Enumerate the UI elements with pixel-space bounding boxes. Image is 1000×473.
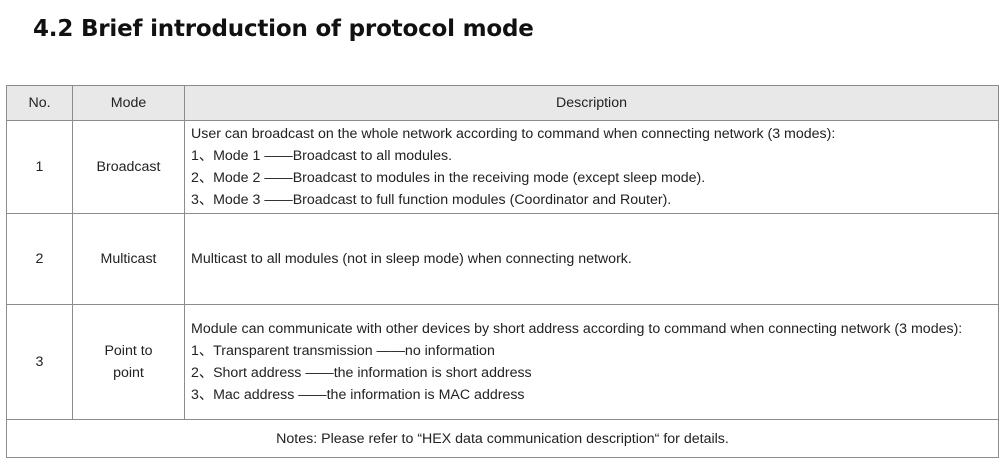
column-header-no: No. (6, 85, 73, 121)
description-line: User can broadcast on the whole network … (191, 126, 836, 142)
mode-name: Broadcast (72, 120, 185, 214)
row-number: 2 (6, 213, 73, 305)
description-line: Module can communicate with other device… (191, 321, 963, 337)
table-row-point-to-point: 3 Point to point Module can communicate … (6, 304, 999, 420)
description-line: 1、Transparent transmission ——no informat… (191, 343, 495, 359)
description-line: 1、Mode 1 ——Broadcast to all modules. (191, 148, 453, 164)
mode-name: Point to point (104, 343, 153, 381)
table-notes: Notes: Please refer to “HEX data communi… (6, 419, 999, 458)
mode-name-cell: Point to point (72, 304, 185, 420)
description-line: 2、Short address ——the information is sho… (191, 365, 532, 381)
mode-description: Module can communicate with other device… (184, 304, 999, 420)
mode-description: Multicast to all modules (not in sleep m… (184, 213, 999, 305)
mode-description: User can broadcast on the whole network … (184, 120, 999, 214)
table-notes-row: Notes: Please refer to “HEX data communi… (6, 419, 999, 458)
table-header-row: No. Mode Description (6, 85, 999, 121)
section-title: 4.2 Brief introduction of protocol mode (33, 16, 534, 42)
table-row-multicast: 2 Multicast Multicast to all modules (no… (6, 213, 999, 305)
description-line: 2、Mode 2 ——Broadcast to modules in the r… (191, 170, 706, 186)
row-number: 1 (6, 120, 73, 214)
row-number: 3 (6, 304, 73, 420)
protocol-mode-table: No. Mode Description 1 Broadcast User ca… (6, 85, 999, 458)
mode-name: Multicast (72, 213, 185, 305)
column-header-mode: Mode (72, 85, 185, 121)
description-line: Multicast to all modules (not in sleep m… (191, 251, 632, 267)
column-header-description: Description (184, 85, 999, 121)
description-line: 3、Mode 3 ——Broadcast to full function mo… (191, 192, 672, 208)
table-row-broadcast: 1 Broadcast User can broadcast on the wh… (6, 120, 999, 214)
description-line: 3、Mac address ——the information is MAC a… (191, 387, 525, 403)
